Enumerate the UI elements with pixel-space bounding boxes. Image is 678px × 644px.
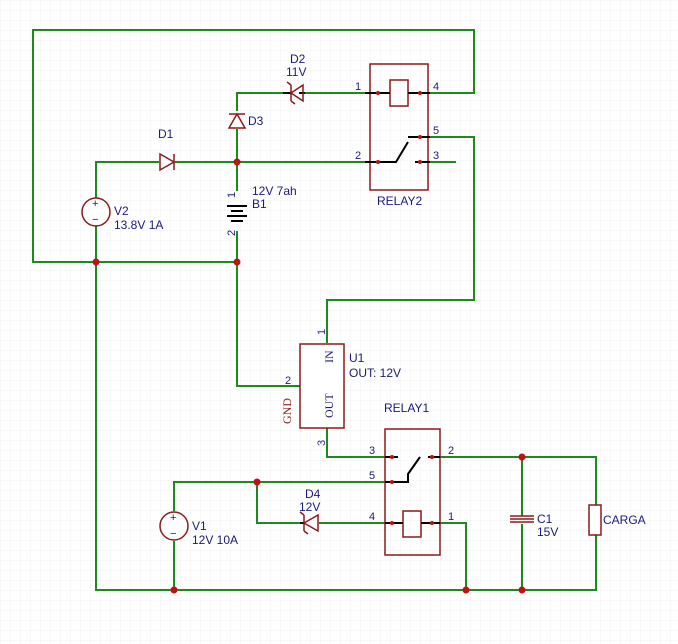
wire-d3-d2[interactable] [236,92,284,111]
u1-body [299,343,345,429]
relay2-pin-1: 1 [355,81,361,93]
v2-minus: − [92,214,98,226]
v2-value: 13.8V 1A [114,218,163,232]
v1-minus: − [170,528,176,540]
d2-zener[interactable]: D2 11V [283,52,306,105]
u1-pin-in-label: IN [322,350,336,363]
junction-dot [518,586,526,594]
v2-ref: V2 [114,204,129,218]
junction-dot [233,158,241,166]
b1-ref: B1 [252,197,267,211]
wire-v1-pos[interactable] [173,481,386,511]
pin-dot [418,160,422,164]
pin-dot [430,455,434,459]
pin-dot [390,521,394,525]
d4-zener[interactable]: D4 12V [299,487,321,535]
relay1-pin-5: 5 [369,470,375,482]
relay2-pin-2: 2 [355,150,361,162]
d1-ref: D1 [158,127,174,141]
junction-dot [253,478,261,486]
pin-dot [376,91,380,95]
relay2-pin-5: 5 [433,125,439,137]
d4-symbol [299,511,319,535]
v1-source[interactable]: + − V1 12V 10A [159,511,238,547]
u1-pin-out-label: OUT [322,393,336,418]
u1-value: OUT: 12V [349,366,401,380]
d4-value: 12V [299,500,320,514]
u1-pin-1: 1 [316,329,328,335]
u1-ref: U1 [349,351,365,365]
wire-relay1-2[interactable] [439,456,597,506]
junction-dot [462,586,470,594]
junction-dot [518,453,526,461]
u1-pin-3: 3 [316,440,328,446]
wire-relay1-1[interactable] [439,522,467,591]
d2-value: 11V [286,65,306,79]
u1-pin-2: 2 [285,375,291,387]
d3-ref: D3 [248,114,264,128]
relay1-body [384,428,441,556]
pin-dot [418,91,422,95]
c1-capacitor[interactable]: C1 15V [510,512,558,539]
u1-regulator[interactable]: 1 2 3 IN OUT GND U1 OUT: 12V [280,329,401,446]
relay1[interactable]: 1 2 3 4 5 RELAY1 [369,401,454,556]
c1-ref: C1 [537,512,553,526]
b1-battery[interactable]: 1 2 12V 7ah B1 [226,184,297,236]
wires [32,29,597,591]
b1-symbol [227,205,247,222]
junction-dot [92,258,100,266]
u1-pin-gnd-label: GND [280,398,294,424]
junction-dot [233,258,241,266]
relay2-pin-3: 3 [433,150,439,162]
v2-plus: + [92,198,98,210]
relay1-pin-3: 3 [369,445,375,457]
junction-dot [170,586,178,594]
wire-relay2-5-u1-in[interactable] [326,136,475,343]
v1-plus: + [170,512,176,524]
v1-ref: V1 [192,519,207,533]
d1-diode[interactable]: D1 [158,127,176,172]
pin-dot [390,480,394,484]
wire-ground-u1[interactable] [236,261,301,387]
wire-v2-pos[interactable] [95,161,159,199]
pin-dot [376,160,380,164]
wire-ground-left[interactable] [95,261,597,591]
d4-ref: D4 [305,487,321,501]
v2-source[interactable]: + − V2 13.8V 1A [81,197,163,232]
pin-dot [418,135,422,139]
d2-ref: D2 [290,52,306,66]
d3-diode[interactable]: D3 [227,112,264,129]
relay1-label: RELAY1 [384,401,429,415]
relay1-pin-1: 1 [448,511,454,523]
junctions [92,158,526,594]
carga-body [588,504,602,536]
d3-symbol [227,112,247,129]
v2-body [81,197,111,227]
wire-u1-out-relay1-3[interactable] [326,427,386,458]
carga-load[interactable]: CARGA [588,504,646,536]
relay2-label: RELAY2 [377,194,422,208]
v1-value: 12V 10A [192,533,238,547]
b1-value: 12V 7ah [252,184,297,198]
pin-dot [430,521,434,525]
wire-outer-top[interactable] [32,29,475,263]
b1-pin-1: 1 [226,192,238,198]
relay2-body [369,63,429,191]
relay1-pin-2: 2 [448,445,454,457]
relay1-pin-4: 4 [369,511,375,523]
relay2[interactable]: 1 2 3 4 5 RELAY2 [355,63,439,208]
c1-symbol [510,515,534,523]
b1-pin-2: 2 [226,230,238,236]
relay2-pin-4: 4 [433,81,439,93]
v1-body [159,511,189,541]
pin-dot [390,455,394,459]
carga-ref: CARGA [603,513,646,527]
d1-symbol [159,152,176,172]
d2-symbol [286,81,304,105]
c1-value: 15V [537,525,558,539]
wire-node-d4[interactable] [256,481,301,524]
